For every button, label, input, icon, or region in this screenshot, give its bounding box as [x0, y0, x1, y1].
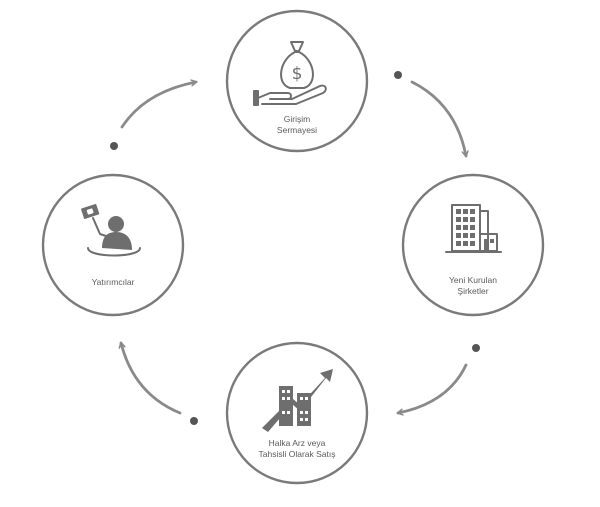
- growth-arrow-buildings-icon: [262, 369, 333, 432]
- dot-upper-right: [394, 71, 402, 79]
- node-label-line1: Girişim: [284, 114, 310, 124]
- arrow-startups-to-exit: [396, 363, 468, 413]
- money-bag-hand-icon: $: [253, 41, 327, 106]
- arrow-exit-to-investors: [121, 341, 182, 415]
- cycle-arrows: [121, 82, 466, 413]
- node-ring: [225, 9, 369, 153]
- node-label-line2: Tahsisli Olarak Satış: [259, 449, 336, 459]
- arrow-seed-to-startups: [410, 80, 466, 158]
- node-investors: Yatırımcılar: [41, 173, 185, 317]
- node-exit: Halka Arz veya Tahsisli Olarak Satış: [225, 341, 369, 485]
- node-label-line2: Sermayesi: [277, 125, 317, 135]
- dot-lower-right: [472, 344, 480, 352]
- dot-lower-left: [190, 417, 198, 425]
- node-label-line2: Şirketler: [457, 286, 488, 296]
- office-building-icon: [445, 204, 502, 253]
- node-label-line1: Yeni Kurulan: [449, 275, 497, 285]
- node-seed-capital: $ Girişim Sermayesi: [225, 9, 369, 153]
- dot-upper-left: [110, 142, 118, 150]
- investor-with-money-icon: [81, 204, 141, 257]
- svg-text:$: $: [292, 64, 303, 84]
- cycle-dots: [110, 71, 480, 425]
- node-label-line1: Halka Arz veya: [269, 438, 326, 448]
- node-label-line1: Yatırımcılar: [92, 277, 135, 287]
- node-startups: Yeni Kurulan Şirketler: [401, 173, 545, 317]
- arrow-investors-to-seed: [120, 82, 198, 129]
